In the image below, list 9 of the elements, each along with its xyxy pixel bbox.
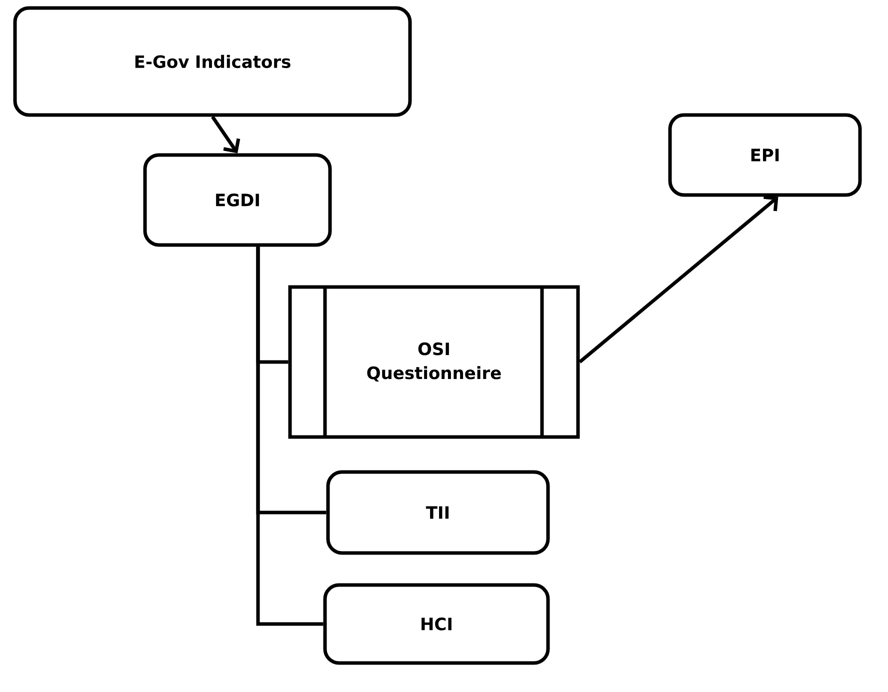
predefined-process-box: OSI Questionneire	[288, 285, 580, 439]
arrow	[211, 116, 240, 154]
process-box: TII	[326, 470, 550, 555]
process-box: EPI	[668, 113, 862, 197]
arrow	[578, 195, 778, 364]
process-box: E-Gov Indicators	[13, 6, 412, 117]
connector-line	[256, 246, 324, 626]
process-box: EGDI	[143, 153, 332, 247]
process-box: HCI	[323, 583, 550, 665]
